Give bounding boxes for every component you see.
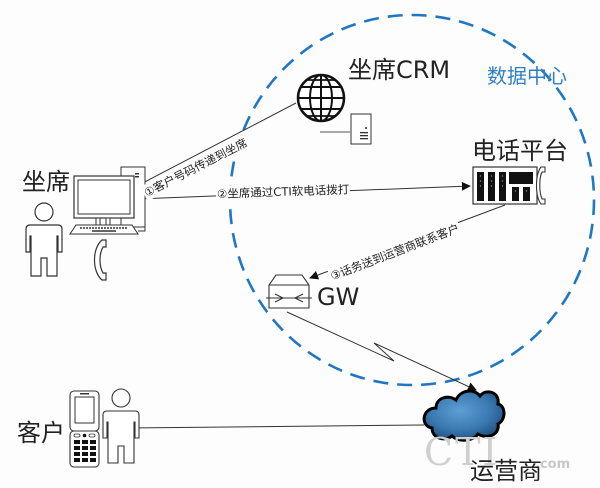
customer-mobile-icon	[69, 390, 100, 468]
gw-carrier-link	[286, 311, 477, 391]
carrier-customer-link	[123, 423, 425, 433]
watermark: CTI	[424, 430, 500, 474]
agent-handset-icon	[93, 239, 107, 281]
carrier-label: 运营商	[470, 457, 542, 485]
phone-platform-label: 电话平台	[472, 137, 568, 165]
datacenter-label: 数据中心	[487, 64, 567, 88]
crm-server-icon	[350, 113, 372, 145]
gateway-icon	[266, 274, 312, 309]
watermark-suffix: .com	[535, 457, 571, 472]
agent-computer-icon	[69, 166, 146, 235]
customer-person-icon	[102, 388, 140, 464]
carrier-cloud-icon	[422, 389, 506, 442]
customer-label: 客户	[17, 419, 65, 447]
crm-globe-icon	[296, 73, 346, 123]
agent-person-icon	[25, 202, 63, 277]
agent-label: 坐席	[22, 168, 70, 196]
pbx-icon	[472, 166, 546, 205]
crm-label: 坐席CRM	[348, 56, 451, 84]
gateway-label: GW	[317, 283, 360, 311]
